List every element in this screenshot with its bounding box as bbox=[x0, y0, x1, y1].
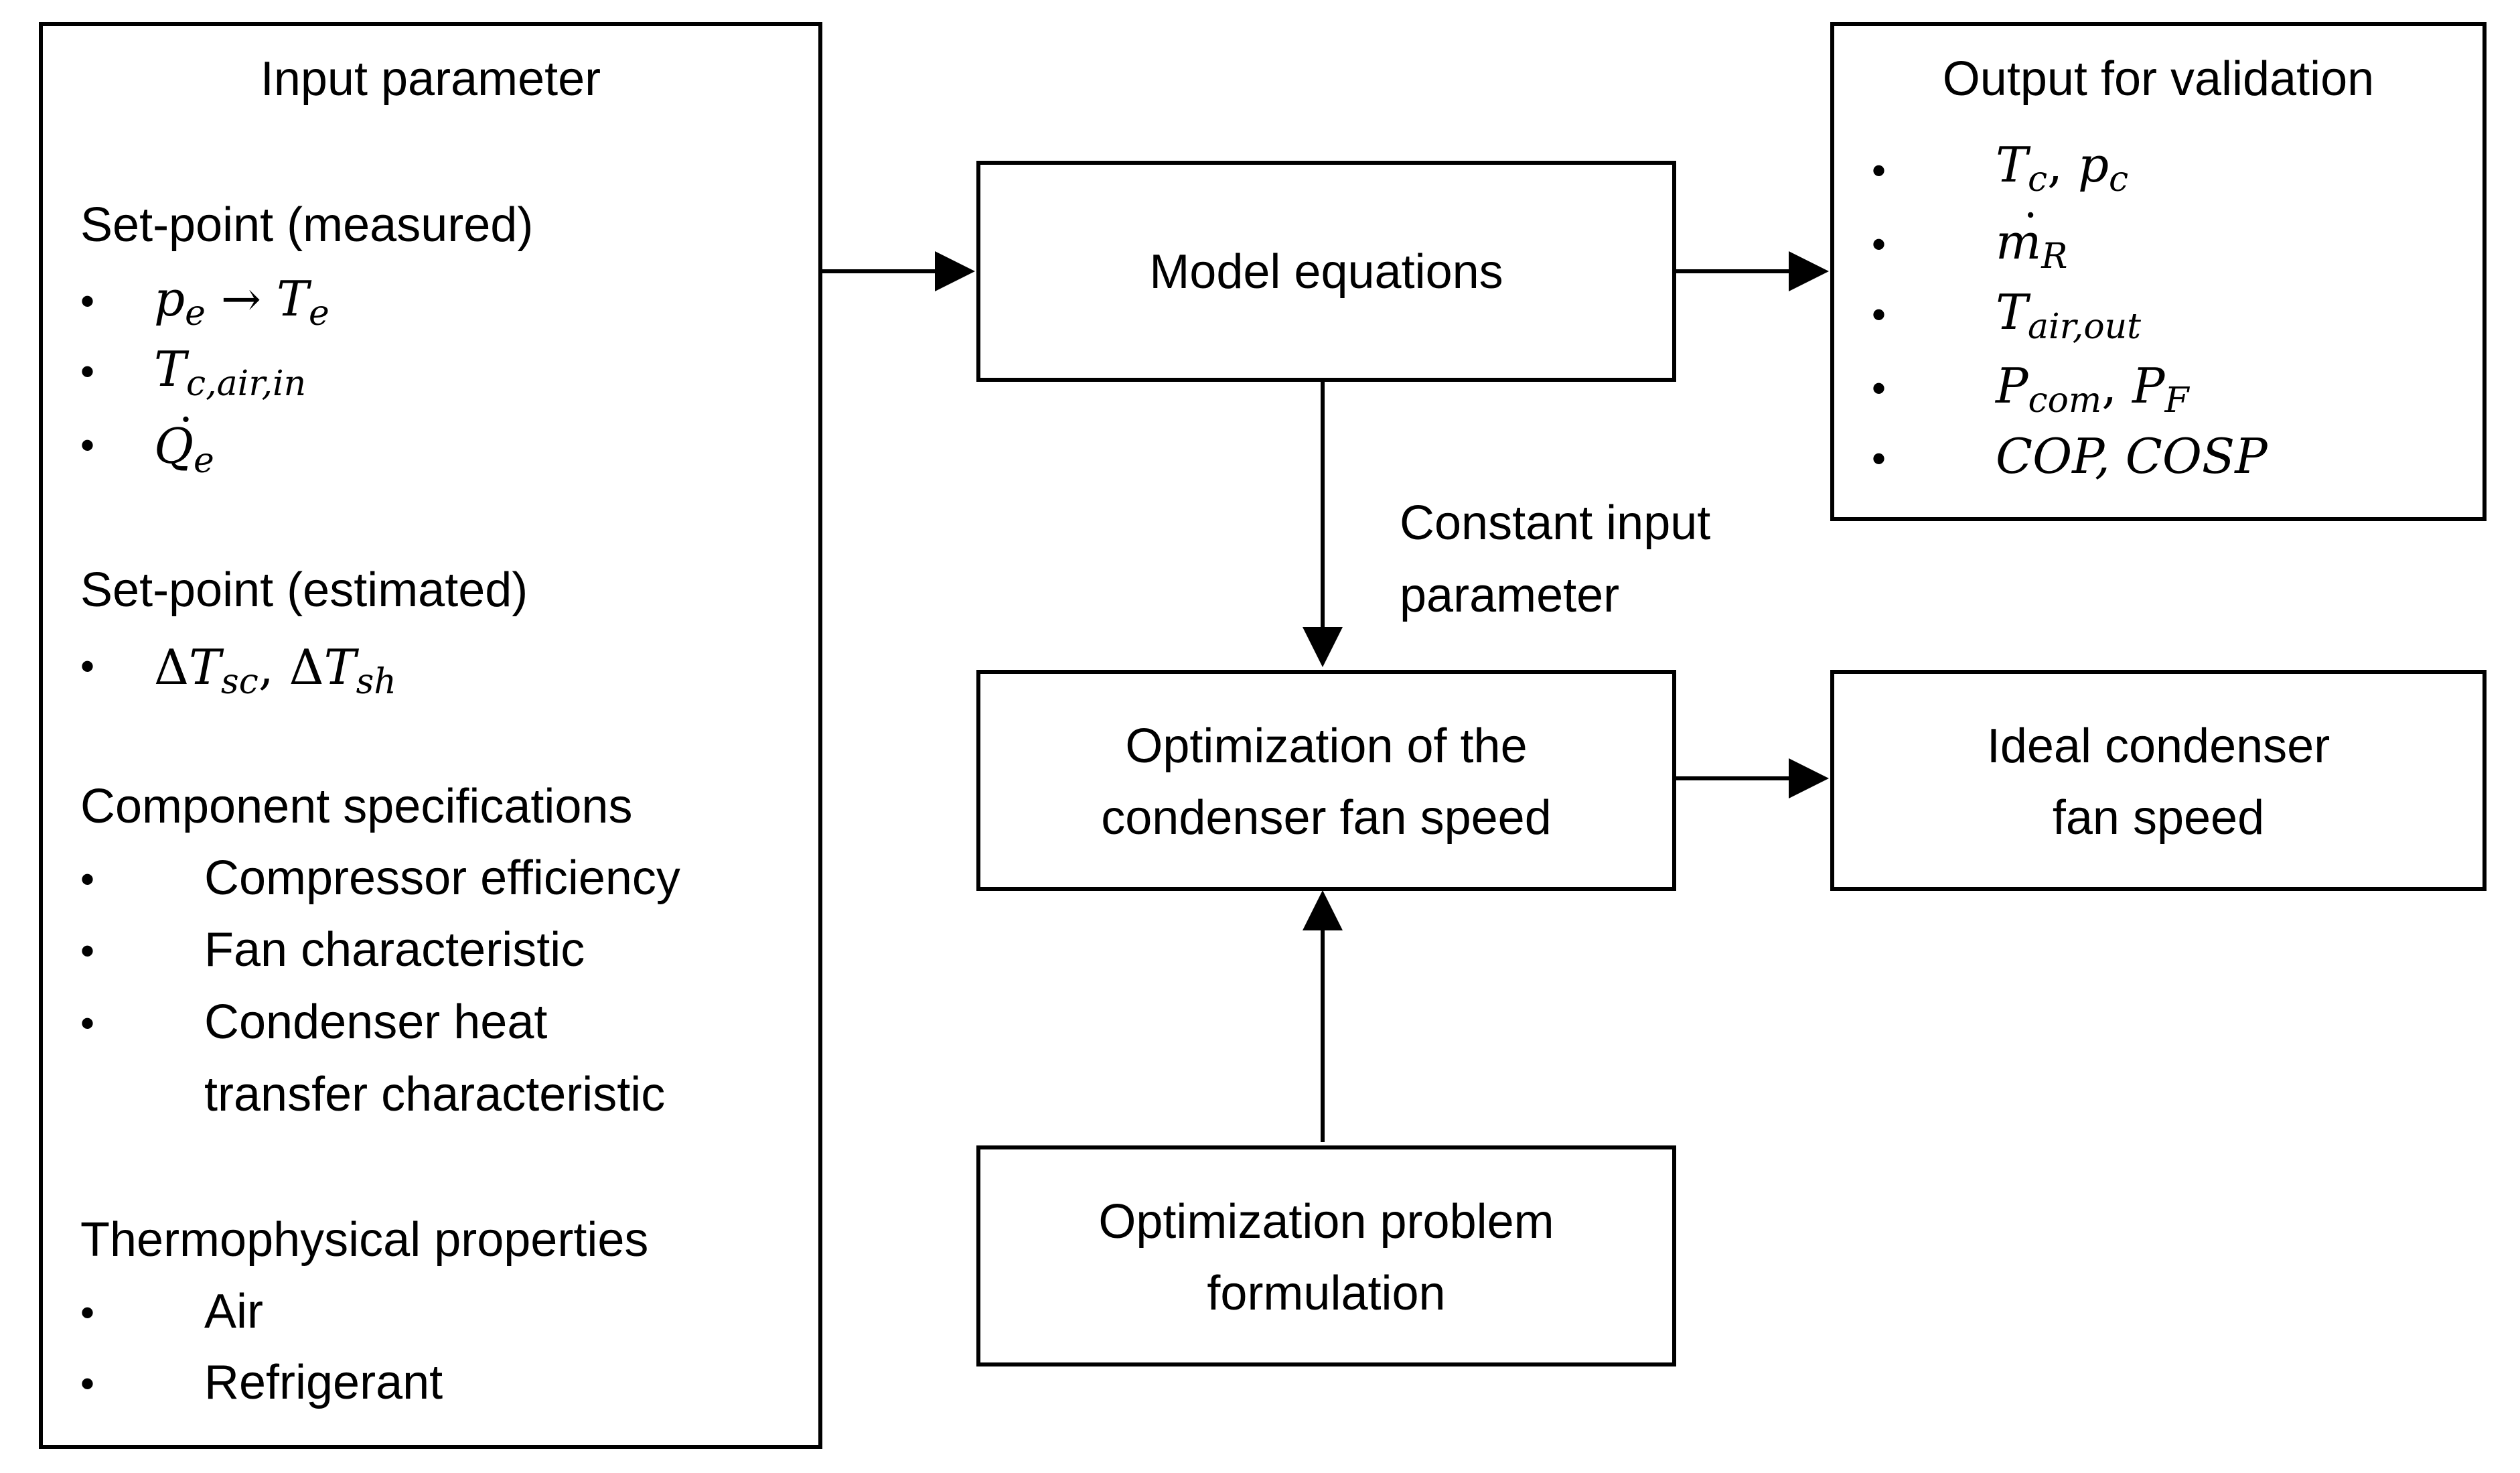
input-box-title: Input parameter bbox=[260, 52, 601, 106]
problem-formulation-box bbox=[976, 1145, 1676, 1366]
section-measured-heading: Set-point (measured) bbox=[80, 198, 534, 252]
problem-box-line1: Optimization problem bbox=[1098, 1195, 1554, 1249]
model-equations-box bbox=[976, 161, 1676, 382]
bullet: • bbox=[1872, 222, 1886, 267]
section-estimated-heading: Set-point (estimated) bbox=[80, 563, 528, 617]
bullet: • bbox=[80, 1290, 95, 1335]
input-parameter-box bbox=[39, 22, 822, 1449]
output-item-temp-pressure: Tc, pc bbox=[1996, 137, 2129, 200]
bullet: • bbox=[1872, 148, 1886, 193]
bullet: • bbox=[80, 857, 95, 902]
problem-box-line2: formulation bbox=[1207, 1267, 1446, 1320]
section-thermophysical-heading: Thermophysical properties bbox=[80, 1213, 649, 1267]
model-equations-label: Model equations bbox=[1149, 245, 1503, 299]
bullet: • bbox=[1872, 436, 1886, 481]
bullet: • bbox=[80, 928, 95, 973]
bullet: • bbox=[1872, 292, 1886, 337]
output-item-mass-flow: m˙R bbox=[1996, 204, 2068, 277]
thermophysical-item: Air bbox=[204, 1285, 263, 1338]
measured-item-heat: Q˙e bbox=[154, 409, 214, 481]
ideal-box-line1: Ideal condenser bbox=[1986, 719, 2330, 773]
optimization-fan-speed-box bbox=[976, 670, 1676, 891]
bullet: • bbox=[80, 423, 95, 468]
thermophysical-item: Refrigerant bbox=[204, 1356, 443, 1409]
section-components-heading: Component specifications bbox=[80, 780, 633, 833]
measured-item-pressure-temp: pe → Te bbox=[154, 271, 329, 334]
ideal-box-line2: fan speed bbox=[2052, 791, 2265, 845]
component-item: Condenser heat bbox=[204, 995, 548, 1049]
output-validation-box bbox=[1830, 22, 2487, 521]
output-box-title: Output for validation bbox=[1942, 52, 2375, 106]
estimated-item-delta-t: ΔTsc, ΔTsh bbox=[154, 639, 396, 702]
bullet: • bbox=[80, 1001, 95, 1046]
bullet: • bbox=[80, 349, 95, 394]
output-item-air-out: Tair,out bbox=[1996, 284, 2142, 347]
measured-item-air-temp: Tc,air,in bbox=[154, 341, 307, 404]
bullet: • bbox=[80, 279, 95, 324]
component-item: Fan characteristic bbox=[204, 923, 585, 977]
bullet: • bbox=[80, 1361, 95, 1406]
output-item-power: Pcom, PF bbox=[1996, 358, 2189, 421]
component-item: Compressor efficiency bbox=[204, 851, 680, 905]
bullet: • bbox=[1872, 366, 1886, 411]
ideal-fan-speed-box bbox=[1830, 670, 2487, 891]
component-item-continued: transfer characteristic bbox=[204, 1068, 666, 1121]
edge-label-line2: parameter bbox=[1400, 569, 1620, 622]
optimization-box-line1: Optimization of the bbox=[1125, 719, 1528, 773]
optimization-box-line2: condenser fan speed bbox=[1101, 791, 1552, 845]
output-item-cop: COP, COSP bbox=[1996, 428, 2268, 484]
edge-label-line1: Constant input bbox=[1400, 496, 1711, 550]
bullet: • bbox=[80, 644, 95, 689]
